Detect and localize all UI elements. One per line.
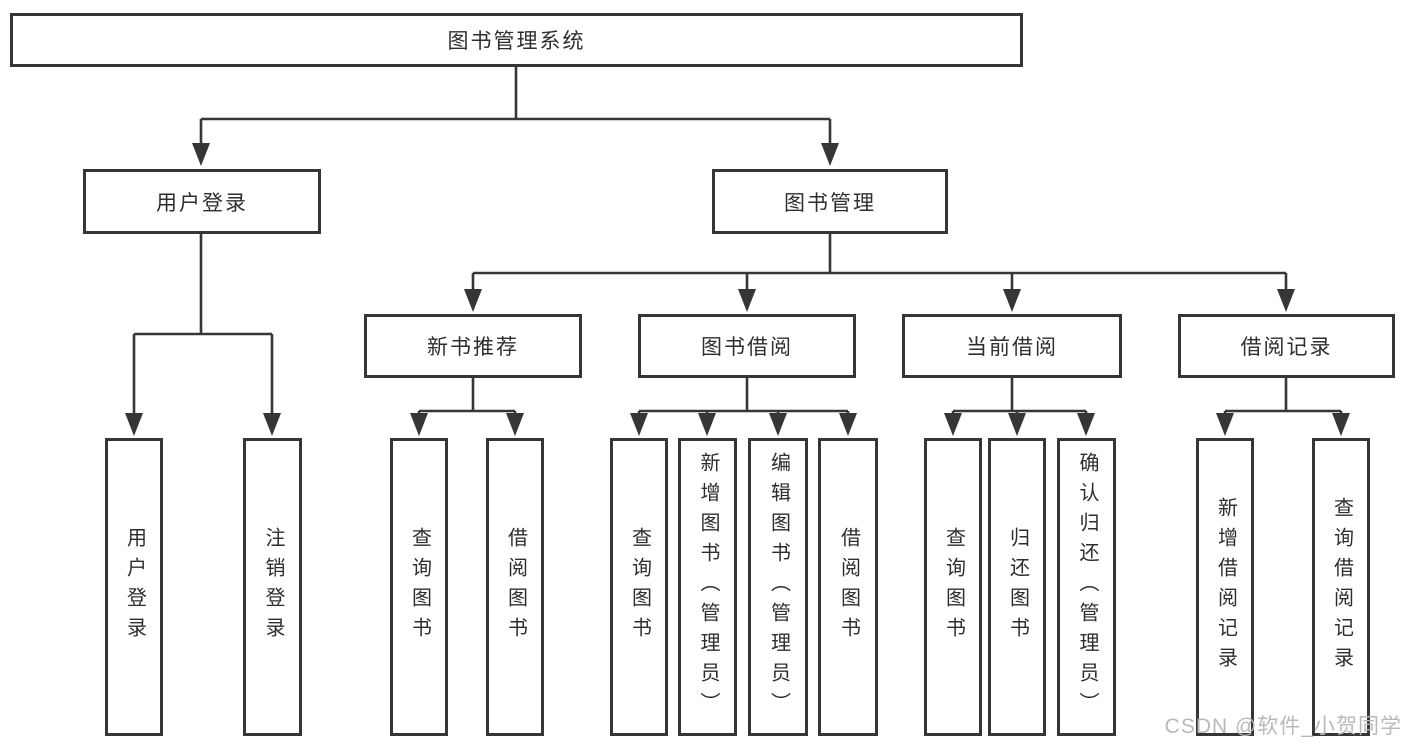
leaf-add-book-admin: 新增图书（管理员） [678,438,737,736]
leaf-user-login-label: 用户登录 [123,527,146,647]
node-user-login: 用户登录 [83,169,321,234]
node-root-label: 图书管理系统 [447,30,586,53]
leaf-query-books-borrow: 查询图书 [610,438,668,736]
node-current-borrow: 当前借阅 [902,314,1122,378]
leaf-return-book: 归还图书 [988,438,1046,736]
node-book-management-label: 图书管理 [784,191,876,215]
node-borrow-records: 借阅记录 [1178,314,1395,378]
node-root: 图书管理系统 [10,13,1023,67]
leaf-confirm-return-admin-label: 确认归还（管理员） [1076,452,1098,722]
leaf-add-book-admin-label: 新增图书（管理员） [697,452,719,722]
leaf-add-borrow-record: 新增借阅记录 [1196,438,1254,736]
node-borrow-records-label: 借阅记录 [1240,336,1333,359]
leaf-borrow-books-recommend: 借阅图书 [486,438,544,736]
leaf-edit-book-admin: 编辑图书（管理员） [748,438,808,736]
node-new-book-recommend-label: 新书推荐 [427,336,519,359]
leaf-confirm-return-admin: 确认归还（管理员） [1057,438,1116,736]
node-new-book-recommend: 新书推荐 [364,314,582,378]
leaf-logout-label: 注销登录 [262,527,284,647]
leaf-query-borrow-record: 查询借阅记录 [1312,438,1370,736]
csdn-watermark: CSDN @软件_小贺同学 [1164,715,1402,738]
leaf-query-books-recommend-label: 查询图书 [408,527,431,647]
leaf-query-borrow-record-label: 查询借阅记录 [1330,497,1353,677]
node-book-borrow: 图书借阅 [638,314,856,378]
leaf-borrow-books: 借阅图书 [818,438,878,736]
leaf-borrow-books-recommend-label: 借阅图书 [504,527,527,647]
arrowheads [125,143,1350,436]
leaf-return-book-label: 归还图书 [1006,527,1029,647]
leaf-borrow-books-label: 借阅图书 [837,527,860,647]
node-book-management: 图书管理 [712,169,948,234]
node-user-login-label: 用户登录 [156,191,248,215]
leaf-add-borrow-record-label: 新增借阅记录 [1214,497,1237,677]
leaf-query-books-borrow-label: 查询图书 [628,527,651,647]
leaf-edit-book-admin-label: 编辑图书（管理员） [767,452,790,722]
leaf-user-login: 用户登录 [105,438,163,736]
leaf-query-books-current-label: 查询图书 [942,527,965,647]
node-current-borrow-label: 当前借阅 [966,336,1058,359]
node-book-borrow-label: 图书借阅 [701,336,793,359]
leaf-logout: 注销登录 [243,438,302,736]
leaf-query-books-current: 查询图书 [924,438,982,736]
leaf-query-books-recommend: 查询图书 [390,438,448,736]
